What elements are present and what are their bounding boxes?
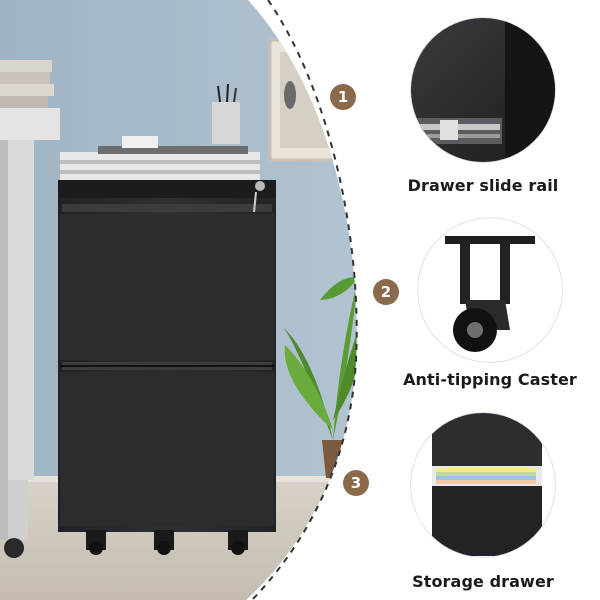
step-number-1: 1	[338, 88, 348, 106]
cabinet-top-items	[60, 83, 260, 180]
file-cabinet	[58, 180, 276, 555]
potted-plant	[280, 270, 357, 478]
caster-photo	[417, 217, 563, 363]
desk	[0, 60, 60, 558]
dashed-divider	[251, 0, 358, 600]
feature-label-anti-tipping-caster: Anti-tipping Caster	[403, 370, 577, 389]
step-badge-1: 1	[330, 84, 356, 110]
step-number-3: 3	[351, 474, 361, 492]
step-number-2: 2	[381, 283, 391, 301]
feature-label-drawer-slide-rail: Drawer slide rail	[407, 176, 559, 195]
room-scene	[0, 0, 357, 600]
step-badge-2: 2	[373, 279, 399, 305]
drawer-slide-rail-photo	[410, 17, 556, 163]
step-badge-3: 3	[343, 470, 369, 496]
storage-drawer-photo	[410, 412, 556, 558]
feature-label-storage-drawer: Storage drawer	[412, 572, 554, 591]
